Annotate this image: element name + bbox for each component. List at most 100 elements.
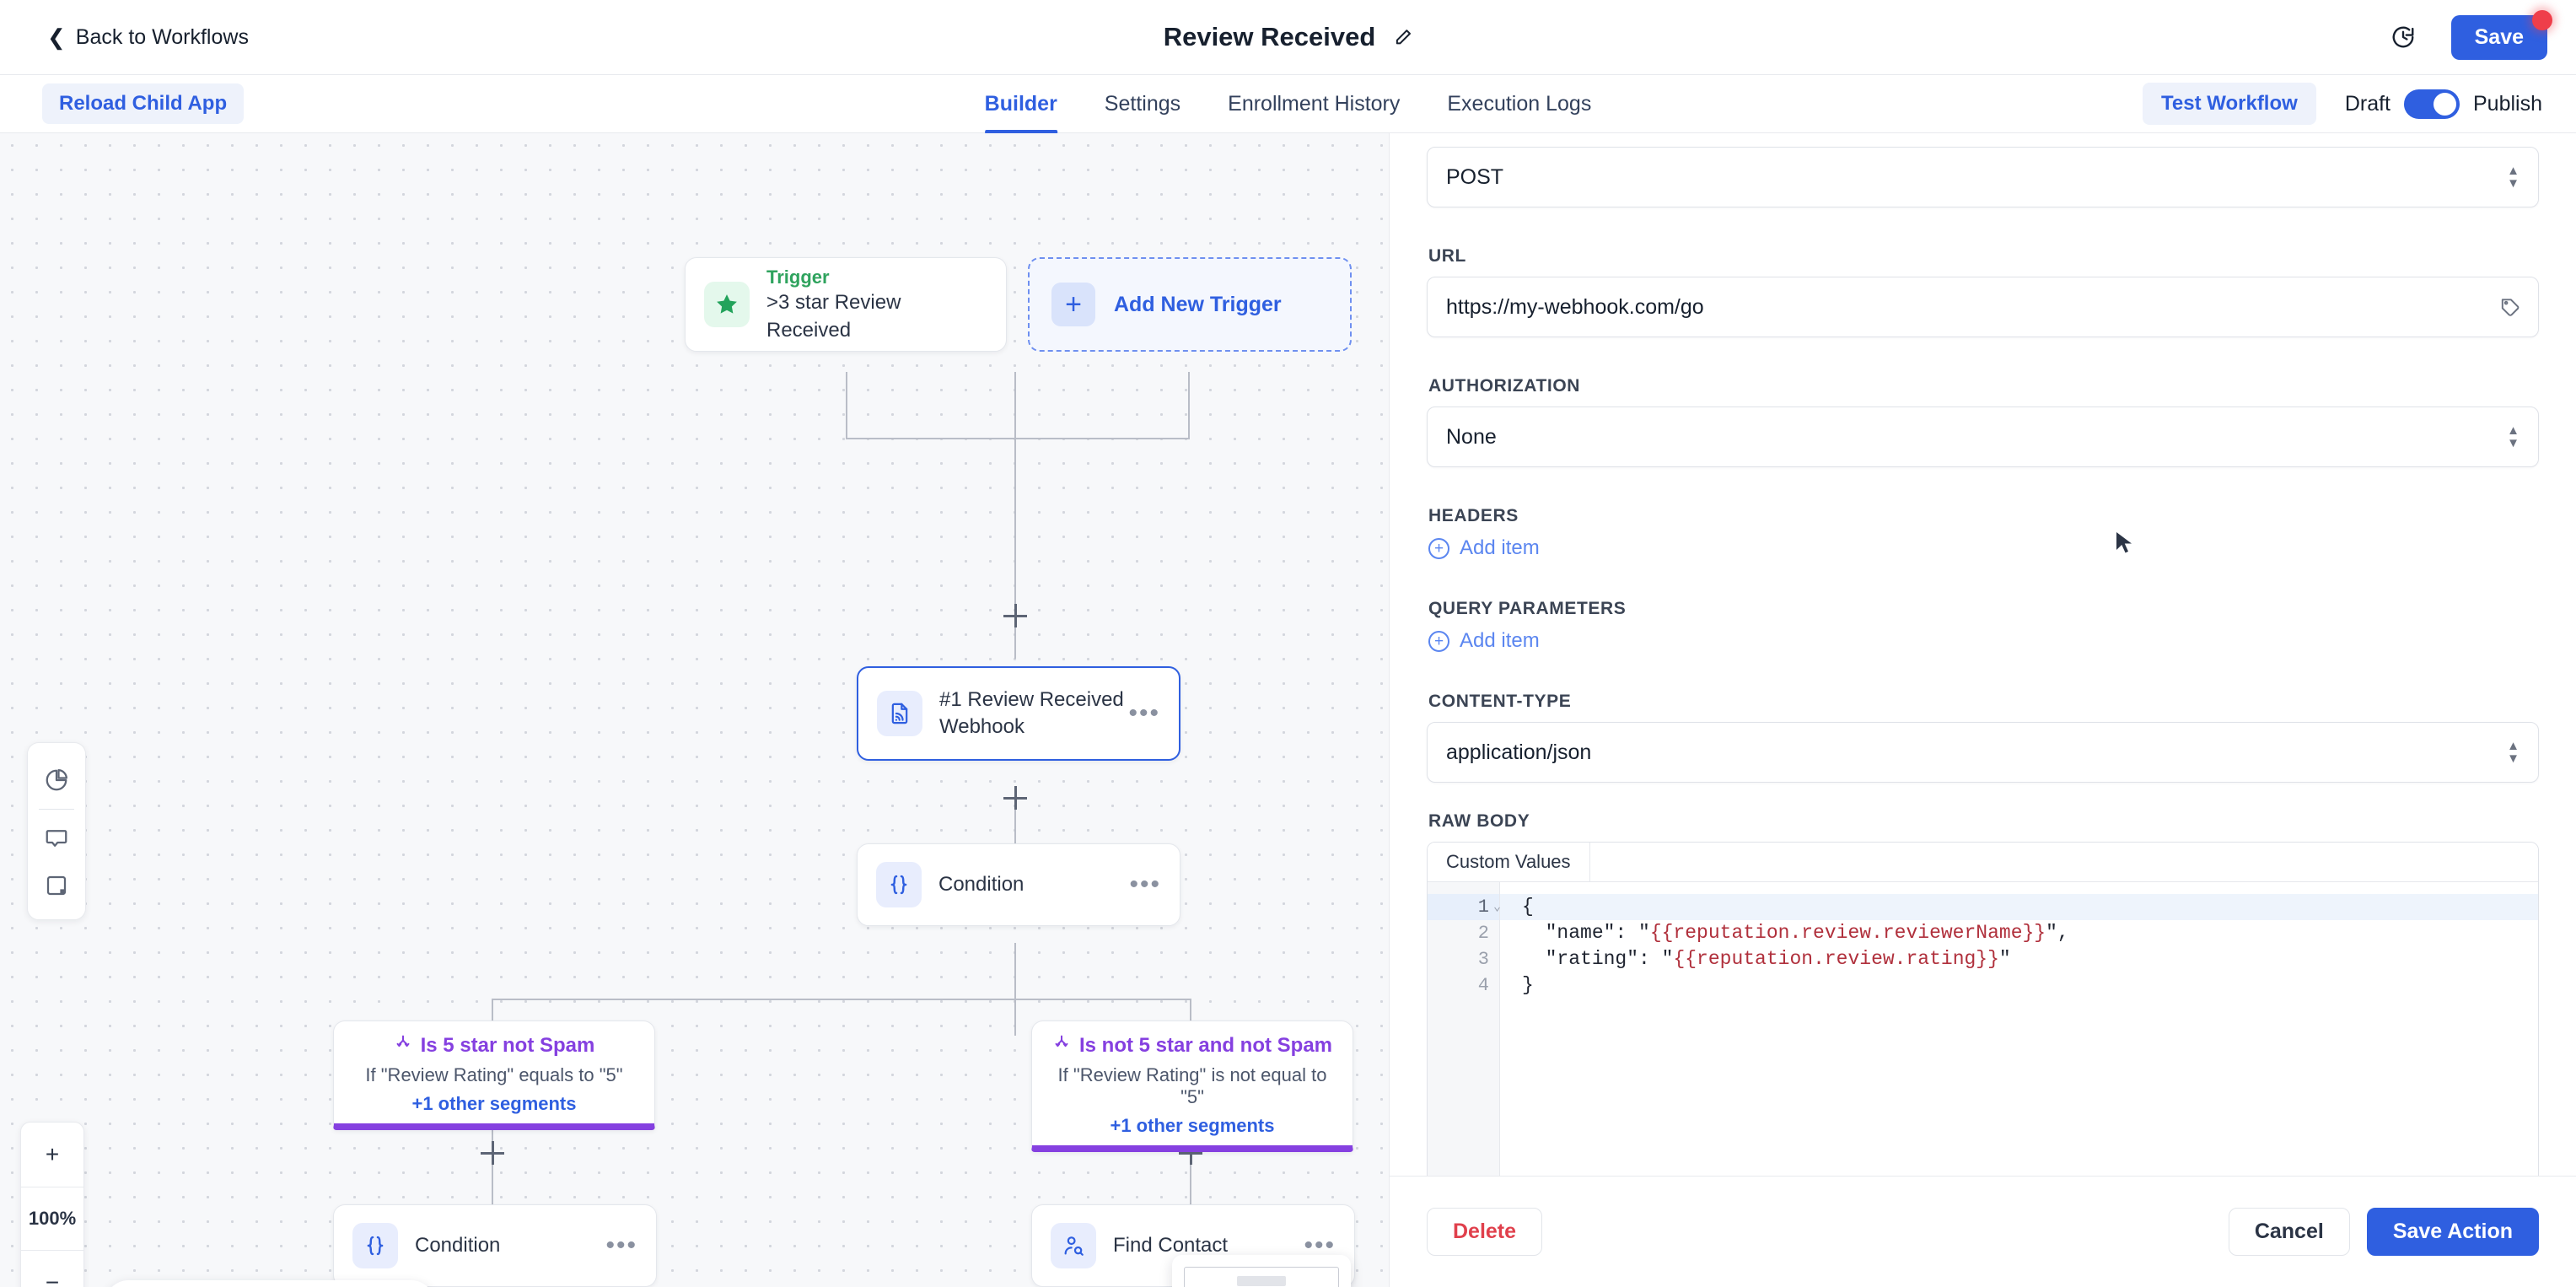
query-parameters-add-item-button[interactable]: + Add item	[1428, 629, 2539, 653]
node-condition-2-menu-icon[interactable]: •••	[605, 1231, 637, 1259]
editor-code-content[interactable]: { "name": "{{reputation.review.reviewerN…	[1500, 882, 2538, 1176]
pie-chart-icon[interactable]	[38, 757, 75, 804]
connector-addtrigger-down	[1188, 372, 1190, 438]
plus-icon: +	[1051, 283, 1095, 326]
custom-values-tab[interactable]: Custom Values	[1428, 843, 1590, 881]
zoom-in-button[interactable]: +	[45, 1141, 60, 1167]
note-icon[interactable]	[38, 862, 75, 909]
connector-branch-left	[492, 999, 493, 1036]
headers-label: HEADERS	[1428, 506, 1519, 525]
node-condition-1-menu-icon[interactable]: •••	[1129, 870, 1161, 898]
tab-settings[interactable]: Settings	[1105, 75, 1180, 133]
content-type-select[interactable]: application/json ▲▼	[1427, 722, 2539, 783]
star-icon	[704, 282, 750, 327]
history-clock-icon[interactable]	[2390, 24, 2416, 50]
code-token-text: }	[1522, 974, 1534, 996]
save-action-button[interactable]: Save Action	[2366, 1208, 2539, 1256]
tab-builder[interactable]: Builder	[984, 75, 1057, 133]
tab-enrollment-history-label: Enrollment History	[1228, 91, 1401, 116]
suggestion-bar[interactable]: Suggestion add actions →	[105, 1280, 435, 1287]
cancel-button[interactable]: Cancel	[2228, 1208, 2350, 1256]
branch-left-more-segments[interactable]: +1 other segments	[411, 1093, 577, 1114]
branch-right-name: Is not 5 star and not Spam	[1078, 1033, 1333, 1057]
authorization-value: None	[1446, 424, 1497, 449]
authorization-label: AUTHORIZATION	[1428, 376, 1581, 396]
node-webhook-menu-icon[interactable]: •••	[1128, 699, 1160, 727]
line-number: 4	[1477, 975, 1489, 996]
raw-body-editor[interactable]: Custom Values 1⌄ 2 3 4 { "name": "{{repu…	[1427, 842, 2539, 1176]
trigger-node-text: Trigger >3 star Review Received	[766, 265, 987, 344]
pencil-icon[interactable]	[1394, 28, 1412, 46]
node-preview-frame	[1184, 1267, 1339, 1287]
branch-right-more-segments[interactable]: +1 other segments	[1110, 1115, 1275, 1136]
tab-execution-logs-label: Execution Logs	[1447, 91, 1592, 116]
raw-body-editor-area[interactable]: 1⌄ 2 3 4 { "name": "{{reputation.review.…	[1428, 882, 2538, 1176]
mouse-cursor	[2115, 531, 2135, 557]
tab-builder-label: Builder	[984, 91, 1057, 116]
reload-child-app-button[interactable]: Reload Child App	[42, 83, 245, 124]
tag-icon[interactable]	[2499, 296, 2521, 318]
publish-label: Publish	[2473, 91, 2542, 116]
code-token-variable: {{reputation.review.reviewerName}}	[1649, 922, 2046, 944]
spacer	[1427, 467, 2539, 506]
branch-is-5-star-not-spam[interactable]: Is 5 star not Spam If "Review Rating" eq…	[333, 1020, 655, 1130]
branch-is-not-5-star-and-not-spam[interactable]: Is not 5 star and not Spam If "Review Ra…	[1031, 1020, 1353, 1152]
connector-merge-left	[846, 372, 847, 439]
node-condition-2-title: Condition	[415, 1233, 501, 1257]
code-line: "name": "{{reputation.review.reviewerNam…	[1522, 920, 2538, 946]
code-token-text: ",	[2046, 922, 2069, 944]
find-contact-icon	[1051, 1223, 1096, 1268]
add-step-plus-1[interactable]	[1003, 604, 1027, 627]
comment-icon[interactable]	[38, 815, 75, 862]
chevron-updown-icon: ▲▼	[2507, 163, 2520, 191]
add-step-plus-4[interactable]	[1179, 1141, 1202, 1165]
sub-toolbar-actions: Test Workflow Draft Publish	[2143, 83, 2542, 125]
zoom-level-label[interactable]: 100%	[21, 1187, 83, 1251]
workflow-title-group: Review Received	[1164, 22, 1413, 52]
node-condition-2[interactable]: Condition •••	[333, 1204, 657, 1287]
add-step-plus-3[interactable]	[481, 1141, 504, 1165]
url-label: URL	[1428, 246, 1466, 266]
node-find-contact-menu-icon[interactable]: •••	[1304, 1231, 1336, 1259]
unsaved-changes-dot	[2532, 9, 2552, 30]
http-method-select[interactable]: POST ▲▼	[1427, 147, 2539, 207]
branch-icon	[1052, 1033, 1071, 1058]
trigger-node-title: >3 star Review Received	[766, 291, 901, 342]
spacer	[1427, 653, 2539, 692]
code-line: "rating": "{{reputation.review.rating}}"	[1522, 946, 2538, 972]
save-button[interactable]: Save	[2450, 9, 2552, 60]
tab-enrollment-history[interactable]: Enrollment History	[1228, 75, 1400, 133]
node-webhook-title: #1 Review Received Webhook	[939, 687, 1124, 738]
back-to-workflows-link[interactable]: ❮ Back to Workflows	[47, 25, 249, 50]
raw-body-editor-tabs: Custom Values	[1428, 843, 2538, 882]
plus-circle-icon: +	[1428, 630, 1449, 652]
branch-right-condition: If "Review Rating" is not equal to "5"	[1057, 1064, 1327, 1107]
add-step-plus-2[interactable]	[1003, 786, 1027, 810]
node-condition-1[interactable]: Condition •••	[857, 843, 1180, 926]
code-token-text: "name": "	[1522, 922, 1650, 944]
node-condition-2-text: Condition	[415, 1232, 605, 1259]
url-input[interactable]: https://my-webhook.com/go	[1427, 277, 2539, 337]
zoom-out-button[interactable]: −	[45, 1269, 60, 1287]
add-new-trigger-button[interactable]: + Add New Trigger	[1028, 257, 1352, 352]
test-workflow-button[interactable]: Test Workflow	[2143, 83, 2316, 125]
fold-caret-icon[interactable]: ⌄	[1492, 900, 1501, 914]
node-review-received-webhook[interactable]: #1 Review Received Webhook •••	[857, 666, 1180, 761]
branch-right-header: Is not 5 star and not Spam	[1047, 1033, 1337, 1058]
connector-webhook-to-condition	[1014, 800, 1016, 875]
publish-toggle[interactable]	[2404, 89, 2460, 119]
trigger-node[interactable]: Trigger >3 star Review Received	[685, 257, 1007, 352]
node-condition-1-title: Condition	[938, 872, 1024, 896]
connector-merge-horizontal	[846, 438, 1190, 439]
branch-left-name: Is 5 star not Spam	[420, 1033, 595, 1057]
workflow-canvas[interactable]: Trigger >3 star Review Received + Add Ne…	[0, 133, 1389, 1287]
tab-execution-logs[interactable]: Execution Logs	[1447, 75, 1591, 133]
connector-condition-down	[1014, 943, 1016, 1036]
authorization-select[interactable]: None ▲▼	[1427, 407, 2539, 467]
delete-button[interactable]: Delete	[1427, 1208, 1543, 1256]
trigger-node-kicker: Trigger	[766, 266, 830, 288]
node-webhook-text: #1 Review Received Webhook	[939, 687, 1128, 741]
content-type-value: application/json	[1446, 740, 1592, 764]
code-token-text: "	[1998, 948, 2011, 970]
headers-add-item-button[interactable]: + Add item	[1428, 536, 2539, 560]
